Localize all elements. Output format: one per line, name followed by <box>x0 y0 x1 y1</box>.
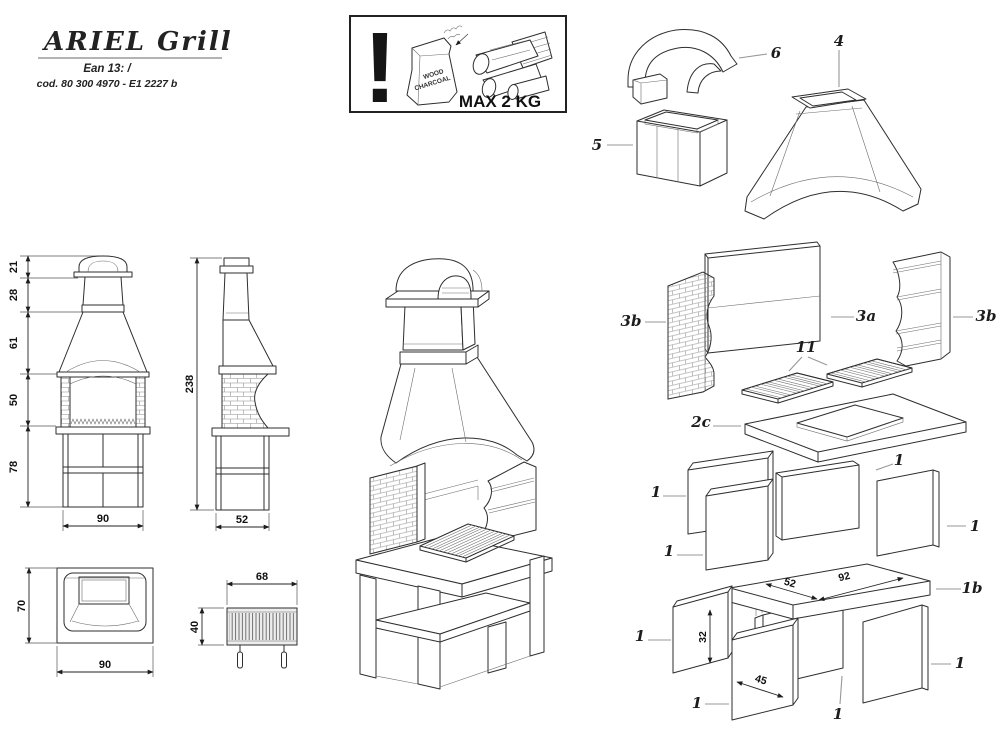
part-panel-front-left <box>705 478 774 571</box>
dim-side-height: 238 <box>184 375 196 393</box>
part-panel-right <box>876 469 940 557</box>
dim-side-depth: 52 <box>236 514 248 526</box>
perspective-view <box>355 258 553 690</box>
part-chimney <box>636 109 728 187</box>
max-load-label: MAX 2 KG <box>459 92 541 111</box>
part-back-panel <box>704 241 821 354</box>
dim-shelf-width: 92 <box>837 570 851 585</box>
product-title: ARIEL Grill <box>41 27 233 57</box>
part-label-shelf: 1b <box>962 579 983 597</box>
part-label-panel: 1 <box>894 451 904 469</box>
dim-panel-height: 32 <box>697 631 709 643</box>
part-shelf <box>729 563 931 620</box>
part-worktop <box>744 393 967 463</box>
part-label-panel: 1 <box>635 627 645 645</box>
part-column-left <box>667 271 715 400</box>
dim-grate-depth: 40 <box>189 621 201 633</box>
exclamation-icon: ! <box>363 12 396 124</box>
dim-top-width: 90 <box>99 659 111 671</box>
part-label-column-right: 3b <box>976 307 997 325</box>
part-panel-bottom-right <box>862 604 929 704</box>
part-hood <box>744 88 922 220</box>
charcoal-bag-icon: WOOD CHARCOAL <box>406 25 469 106</box>
side-view: 238 52 <box>184 257 290 531</box>
part-column-right <box>892 251 951 367</box>
part-label-chimney: 5 <box>592 136 602 154</box>
code-line: cod. 80 300 4970 - E1 2227 b <box>37 78 178 90</box>
part-panel-center <box>775 460 860 541</box>
dim-front-width: 90 <box>97 513 109 525</box>
part-panel-bottom-front <box>731 617 799 721</box>
part-label-worktop: 2c <box>690 413 711 431</box>
top-view: 70 90 <box>16 567 154 677</box>
part-grates <box>741 358 913 404</box>
part-label-column-left: 3b <box>621 312 642 330</box>
dim-front-50: 50 <box>8 394 20 406</box>
part-panel-bottom-left <box>672 585 733 674</box>
dim-top-depth: 70 <box>16 600 28 612</box>
exploded-view: 6 4 5 3a <box>592 29 997 723</box>
front-view: 21 28 61 50 78 90 <box>8 255 151 531</box>
dim-panel-width: 45 <box>754 673 769 688</box>
part-cap <box>627 29 738 105</box>
dim-front-61: 61 <box>8 337 20 349</box>
wood-logs-icon <box>472 31 553 100</box>
part-label-panel: 1 <box>692 694 702 712</box>
part-label-back-panel: 3a <box>856 307 876 325</box>
dim-front-78: 78 <box>8 461 20 473</box>
part-label-cap: 6 <box>771 44 782 62</box>
dim-shelf-depth: 52 <box>783 576 798 591</box>
title-block: ARIEL Grill Ean 13: / cod. 80 300 4970 -… <box>37 27 233 90</box>
part-label-panel: 1 <box>664 542 674 560</box>
dim-front-21: 21 <box>8 261 20 273</box>
warning-box: ! WOOD CHARCOAL MAX 2 KG <box>349 12 567 124</box>
dim-grate-width: 68 <box>256 571 268 583</box>
part-label-panel: 1 <box>833 705 843 723</box>
part-label-grates: 11 <box>796 338 817 356</box>
part-label-panel: 1 <box>955 654 965 672</box>
ean-line: Ean 13: / <box>83 63 132 75</box>
part-label-panel: 1 <box>651 483 661 501</box>
grate-detail-view: 68 40 <box>189 571 298 669</box>
part-label-hood: 4 <box>834 32 844 50</box>
part-label-panel: 1 <box>970 517 980 535</box>
dim-front-28: 28 <box>8 289 20 301</box>
